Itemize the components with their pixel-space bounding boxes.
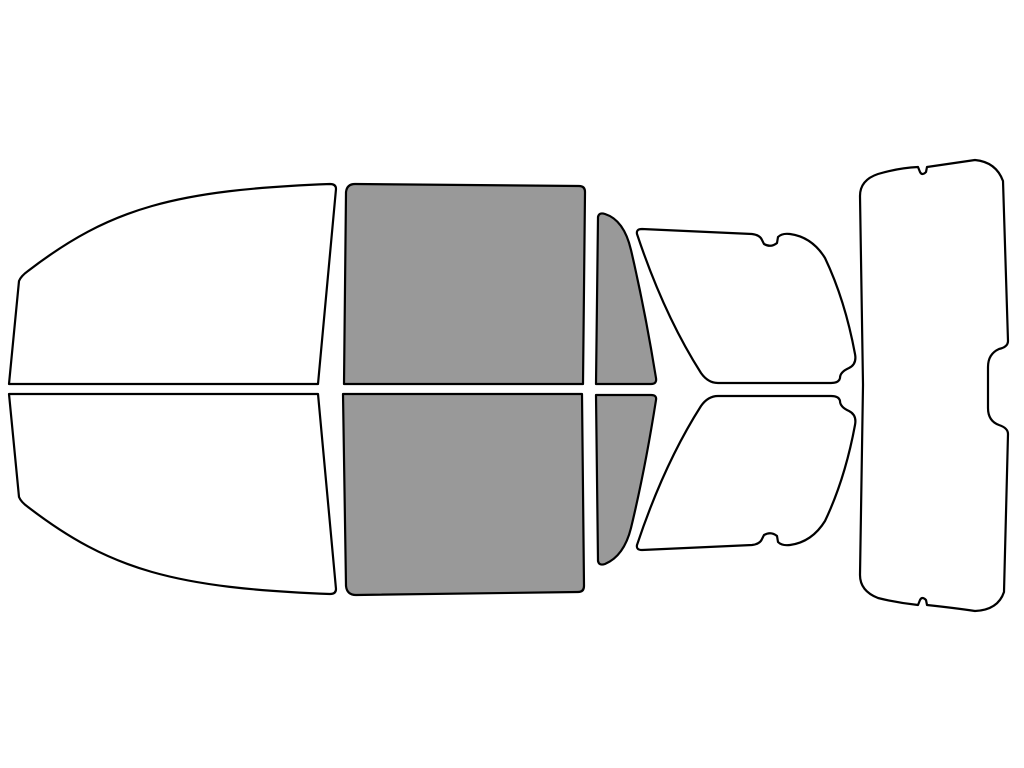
rear-upper-side-window[interactable] bbox=[635, 227, 857, 385]
front-passenger-window[interactable] bbox=[7, 392, 338, 596]
rear-passenger-quarter-window[interactable] bbox=[594, 393, 658, 566]
rear-driver-quarter-window[interactable] bbox=[594, 212, 658, 386]
rear-lower-side-window[interactable] bbox=[635, 394, 857, 552]
front-driver-window[interactable] bbox=[7, 182, 338, 386]
rear-windshield[interactable] bbox=[858, 158, 1010, 613]
rear-driver-door-window[interactable] bbox=[342, 182, 587, 386]
rear-passenger-door-window[interactable] bbox=[341, 392, 586, 597]
